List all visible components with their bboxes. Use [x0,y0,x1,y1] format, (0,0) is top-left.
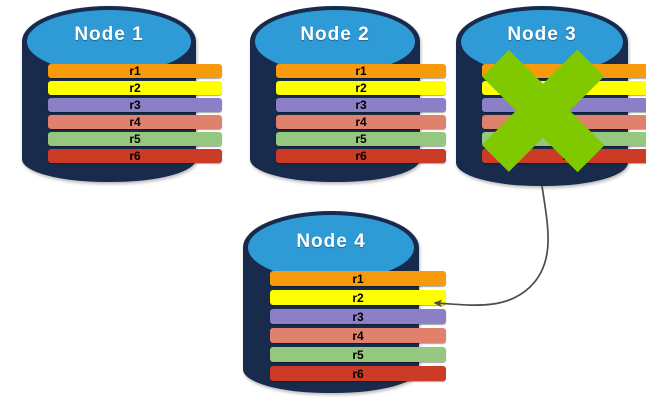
node-2-row-r6[interactable]: r6 [276,149,446,163]
node-2-cylinder-top [252,8,418,75]
node-3-row-r6[interactable]: r6 [482,149,646,163]
node-4-row-r3[interactable]: r3 [270,309,446,324]
node-3-row-r1[interactable]: r1 [482,64,646,78]
node-1-row-r1[interactable]: r1 [48,64,222,78]
node-4-rows: r1 r2 r3 r4 r5 r6 [243,271,473,381]
node-4[interactable]: Node 4 r1 r2 r3 r4 r5 r6 [243,211,446,393]
node-2-row-r2[interactable]: r2 [276,81,446,95]
node-1[interactable]: Node 1 r1 r2 r3 r4 r5 r6 [22,6,222,182]
node-4-row-r1[interactable]: r1 [270,271,446,286]
node-4-row-r4[interactable]: r4 [270,328,446,343]
node-1-row-r3[interactable]: r3 [48,98,222,112]
node-3-row-r5[interactable]: r5 [482,132,646,146]
node-3[interactable]: Node 3 r1 r2 r3 r4 r5 r6 [456,6,646,186]
node-2-row-r3[interactable]: r3 [276,98,446,112]
node-1-cylinder-top [24,8,194,75]
node-1-row-r4[interactable]: r4 [48,115,222,129]
node-3-rows: r1 r2 r3 r4 r5 r6 [456,64,646,163]
node-2-row-r5[interactable]: r5 [276,132,446,146]
node-3-row-r4[interactable]: r4 [482,115,646,129]
node-3-row-r2[interactable]: r2 [482,81,646,95]
node-2-row-r1[interactable]: r1 [276,64,446,78]
node-4-row-r5[interactable]: r5 [270,347,446,362]
node-4-row-r2[interactable]: r2 [270,290,446,305]
node-2-row-r4[interactable]: r4 [276,115,446,129]
node-1-row-r5[interactable]: r5 [48,132,222,146]
node-2[interactable]: Node 2 r1 r2 r3 r4 r5 r6 [250,6,446,182]
node-1-rows: r1 r2 r3 r4 r5 r6 [22,64,248,163]
node-2-rows: r1 r2 r3 r4 r5 r6 [250,64,472,163]
node-1-row-r2[interactable]: r2 [48,81,222,95]
node-4-row-r6[interactable]: r6 [270,366,446,381]
node-1-row-r6[interactable]: r6 [48,149,222,163]
node-3-row-r3[interactable]: r3 [482,98,646,112]
node-4-cylinder-top [245,213,417,283]
